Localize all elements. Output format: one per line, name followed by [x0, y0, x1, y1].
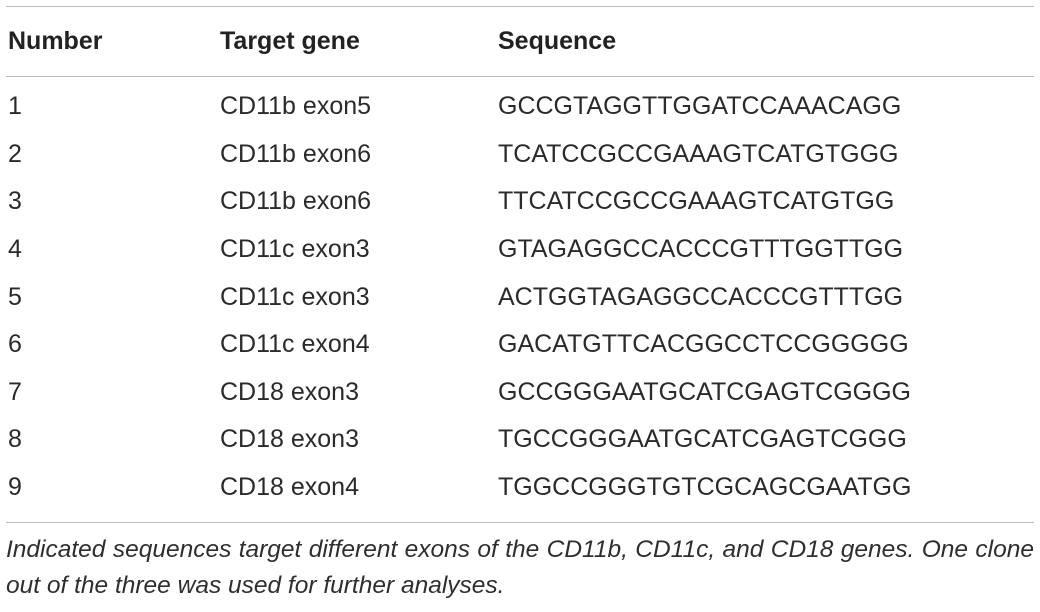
- cell-target-gene: CD11c exon3: [220, 235, 370, 264]
- table-row: 1 CD11b exon5 GCCGTAGGTTGGATCCAAACAGG: [6, 83, 1034, 131]
- cell-target-gene: CD11b exon6: [220, 139, 372, 168]
- top-rule: [6, 6, 1034, 7]
- cell-sequence: GCCGGGAATGCATCGAGTCGGGG: [498, 377, 911, 406]
- sequence-table: Number Target gene Sequence 1 CD11b exon…: [6, 6, 1034, 511]
- cell-sequence: TCATCCGCCGAAAGTCATGTGGG: [498, 139, 899, 168]
- header-target-gene: Target gene: [220, 27, 360, 55]
- header-sequence: Sequence: [498, 27, 617, 55]
- table-row: 3 CD11b exon6 TTCATCCGCCGAAAGTCATGTGG: [6, 178, 1034, 226]
- header-rule: [6, 76, 1034, 77]
- table-footnote: Indicated sequences target different exo…: [6, 536, 1034, 599]
- cell-sequence: TGCCGGGAATGCATCGAGTCGGG: [498, 425, 907, 454]
- bottom-rule: [6, 522, 1034, 523]
- header-number: Number: [8, 27, 103, 55]
- cell-target-gene: CD11b exon6: [220, 187, 372, 216]
- table-row: 4 CD11c exon3 GTAGAGGCCACCCGTTTGGTTGG: [6, 226, 1034, 274]
- cell-number: 3: [8, 187, 22, 216]
- cell-target-gene: CD11c exon3: [220, 282, 370, 311]
- cell-number: 5: [8, 282, 22, 311]
- cell-target-gene: CD11b exon5: [220, 92, 372, 121]
- cell-sequence: TGGCCGGGTGTCGCAGCGAATGG: [498, 473, 912, 502]
- cell-target-gene: CD18 exon4: [220, 473, 359, 502]
- cell-number: 6: [8, 330, 22, 359]
- cell-sequence: GTAGAGGCCACCCGTTTGGTTGG: [498, 235, 904, 264]
- table-row: 9 CD18 exon4 TGGCCGGGTGTCGCAGCGAATGG: [6, 464, 1034, 512]
- cell-sequence: TTCATCCGCCGAAAGTCATGTGG: [498, 187, 895, 216]
- cell-number: 9: [8, 473, 22, 502]
- cell-sequence: ACTGGTAGAGGCCACCCGTTTGG: [498, 282, 904, 311]
- cell-number: 2: [8, 139, 22, 168]
- cell-sequence: GACATGTTCACGGCCTCCGGGGG: [498, 330, 909, 359]
- table-row: 5 CD11c exon3 ACTGGTAGAGGCCACCCGTTTGG: [6, 273, 1034, 321]
- cell-number: 4: [8, 235, 22, 264]
- cell-target-gene: CD11c exon4: [220, 330, 370, 359]
- table-row: 2 CD11b exon6 TCATCCGCCGAAAGTCATGTGGG: [6, 131, 1034, 179]
- cell-number: 7: [8, 377, 22, 406]
- cell-target-gene: CD18 exon3: [220, 425, 359, 454]
- cell-target-gene: CD18 exon3: [220, 377, 359, 406]
- cell-number: 8: [8, 425, 22, 454]
- table-row: 7 CD18 exon3 GCCGGGAATGCATCGAGTCGGGG: [6, 369, 1034, 417]
- table-body: 1 CD11b exon5 GCCGTAGGTTGGATCCAAACAGG 2 …: [6, 77, 1034, 511]
- cell-number: 1: [8, 92, 22, 121]
- table-row: 8 CD18 exon3 TGCCGGGAATGCATCGAGTCGGG: [6, 416, 1034, 464]
- table-row: 6 CD11c exon4 GACATGTTCACGGCCTCCGGGGG: [6, 321, 1034, 369]
- cell-sequence: GCCGTAGGTTGGATCCAAACAGG: [498, 92, 902, 121]
- table-header: Number Target gene Sequence: [6, 7, 1034, 76]
